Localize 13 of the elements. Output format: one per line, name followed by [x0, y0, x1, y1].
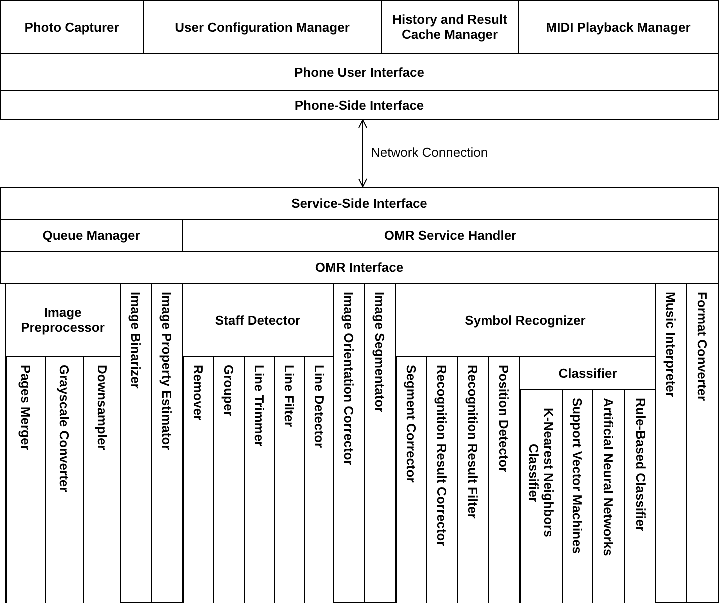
module-box: Service-Side Interface: [0, 187, 719, 220]
module-column: Remover: [183, 356, 214, 603]
double-arrow: [358, 120, 368, 188]
module-column: Segment Corrector: [396, 356, 427, 603]
module-box: OMR Interface: [0, 251, 719, 284]
module-box: Phone User Interface: [0, 53, 719, 91]
module-panel: [5, 283, 121, 603]
module-column: Format Converter: [686, 283, 719, 603]
module-box: Phone-Side Interface: [0, 90, 719, 120]
module-column: Pages Merger: [6, 356, 46, 603]
edge-label: Network Connection: [369, 144, 490, 160]
module-box: Photo Capturer: [0, 0, 144, 54]
module-box: MIDI Playback Manager: [518, 0, 719, 54]
